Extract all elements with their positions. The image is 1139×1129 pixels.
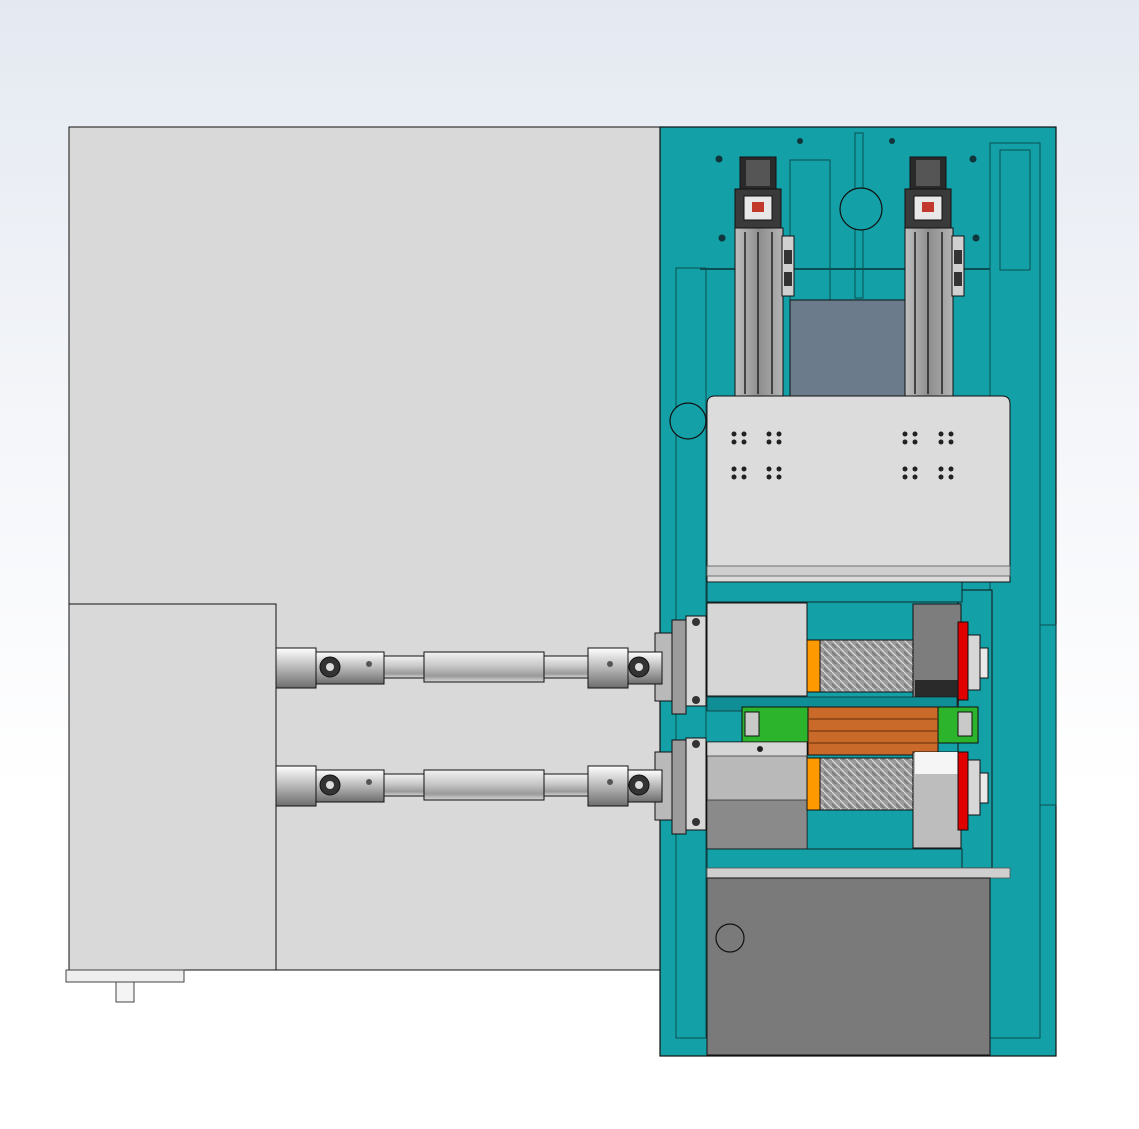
red-flange bbox=[957, 751, 969, 831]
mounting-holes bbox=[731, 431, 954, 480]
round-port bbox=[839, 187, 883, 231]
lower-motor-block bbox=[706, 877, 991, 1056]
base-foot bbox=[65, 969, 185, 1003]
screw-hole bbox=[972, 234, 980, 242]
dark-center-plate bbox=[789, 299, 906, 401]
screw-hole bbox=[718, 234, 726, 242]
drive-shaft-lower bbox=[275, 737, 707, 835]
left-housing bbox=[68, 126, 662, 971]
roller-assembly bbox=[706, 581, 1011, 879]
carriage-plate bbox=[706, 395, 1011, 583]
screw-hole bbox=[969, 155, 977, 163]
lower-left-panel bbox=[68, 603, 277, 971]
drive-shaft-upper bbox=[275, 615, 707, 715]
screw-hole bbox=[715, 155, 723, 163]
screw-hole bbox=[889, 138, 895, 144]
upper-feed-roller bbox=[819, 639, 915, 693]
upper-bearing-block bbox=[706, 602, 808, 697]
round-port bbox=[669, 402, 707, 440]
linear-actuator-right bbox=[904, 156, 965, 397]
red-flange bbox=[957, 621, 969, 701]
linear-actuator-left bbox=[734, 156, 795, 397]
access-port bbox=[715, 923, 745, 953]
lower-feed-roller bbox=[819, 757, 915, 811]
screw-hole bbox=[797, 138, 803, 144]
